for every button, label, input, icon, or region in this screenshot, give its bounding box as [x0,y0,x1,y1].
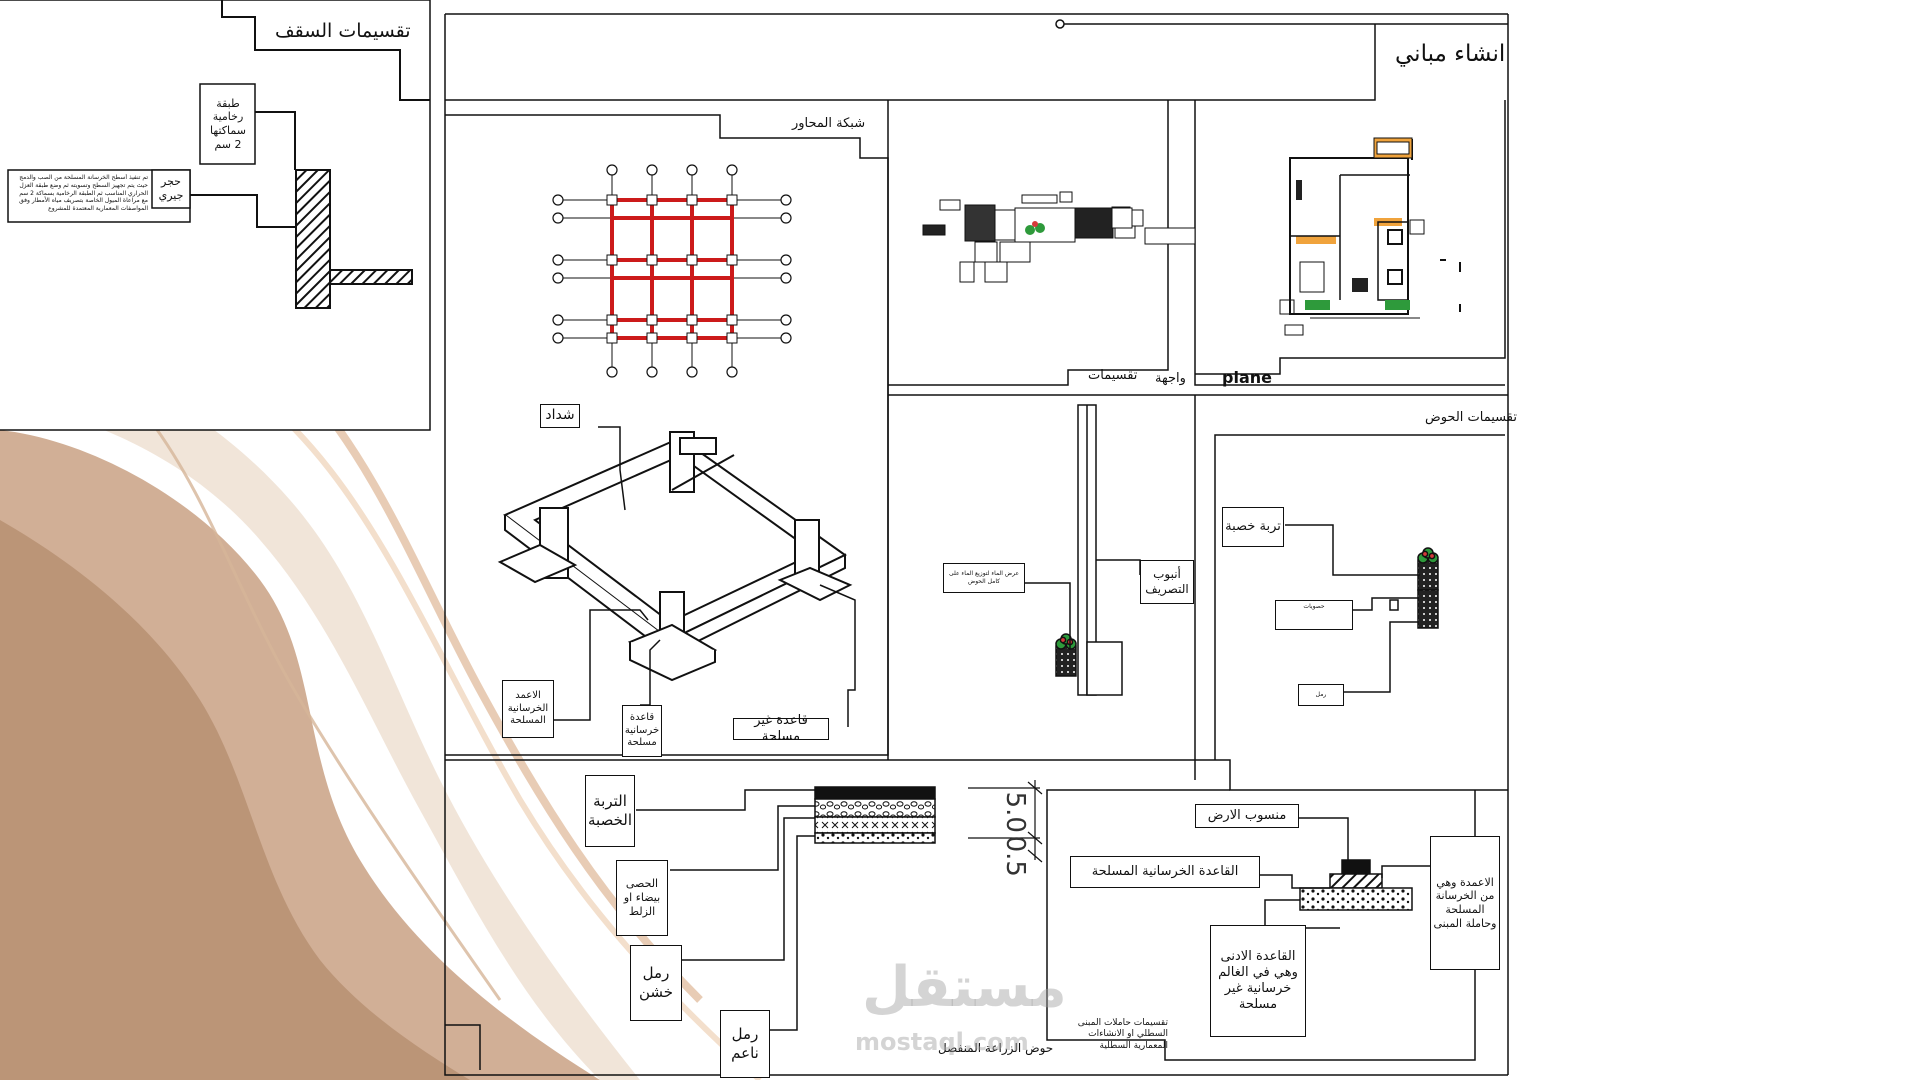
axis-grid-drawing [552,164,792,378]
axis-panel-callouts [552,426,856,727]
isometric-foundation-drawing [497,431,853,682]
fine-sand-layer-label: رمل ناعم [720,1010,770,1078]
wave-shape-light [0,330,640,1080]
basin-panel-title: تقسيمات الحوض [1425,410,1517,425]
watermark-brand: مستقل [862,955,1067,1020]
roof-wall-section [295,169,331,309]
plan-label: plane [1222,368,1272,387]
tie-beam-label: شداد [540,404,580,428]
gravel-layer-label: الحصى بيضاء او الزلط [616,860,668,936]
dimension-label-1: 5.0 [999,791,1030,833]
dimension-label-2: 0.5 [999,835,1030,877]
layers-caption: حوض الزراعة المنفصل [938,1041,1054,1055]
fertile-soil-layer-label: التربة الخصبة [585,775,635,847]
foundation-section-drawing [1260,817,1430,929]
columns-label: الاعمد الخرسانية المسلحة [502,680,554,738]
ground-level-label: منسوب الارض [1195,804,1299,828]
roof-marble-label: طبقة رخامية سماكتها 2 سم [203,88,253,160]
divisions-label: تقسيمات [1088,368,1138,383]
coarse-sand-layer-label: رمل خشن [630,945,682,1021]
soil-layers-drawing [636,780,1043,1031]
drain-pipe-drawing [1014,404,1141,696]
pipe-note-box: عرض الماء لتوزيع الماء على كامل الحوض [943,563,1025,593]
sheet-title: انشاء مباني [1395,41,1506,67]
roof-panel-title: تقسيمات السقف [275,20,411,42]
roof-limestone-label: حجر جيري [154,172,188,206]
axes-panel-title: شبكة المحاور [792,116,866,131]
basin-note-box-2: رمل [1298,684,1344,706]
drain-pipe-label: أنبوب التصريف [1140,560,1194,604]
lean-footing-label: القاعدة الادنى وهي في الغالم خرسانية غير… [1210,925,1306,1037]
plain-footing-label: قاعدة غير مسلحة [733,713,829,744]
reinforced-footing-label: قاعدة خرسانية مسلحة [622,705,662,757]
watermark-domain: mostaql.com [855,1028,1029,1056]
floor-plan-drawing [1279,137,1461,336]
sheet-frame [444,13,1509,1076]
wave-shape-mid [0,520,470,1080]
facade-drawing [922,191,1196,283]
facade-label: واجهة [1155,371,1186,386]
soil-basin-drawing [1285,524,1439,693]
fertile-soil-label-basin: تربة خصبة [1222,507,1284,547]
building-columns-label: الاعمدة وهي من الخرسانة المسلحة وحاملة ا… [1430,836,1500,970]
roof-slab-section [329,269,413,285]
basin-note-box-1: حصويات [1275,600,1353,630]
foundation-caption: تقسيمات حاملات المبنى السطلي او الانشاءا… [1077,1018,1168,1051]
reinforced-footing-section-label: القاعدة الخرسانية المسلحة [1070,856,1260,888]
roof-note-text: تم تنفيذ أسطح الخرسانة المسلحة من الصب و… [19,174,148,213]
